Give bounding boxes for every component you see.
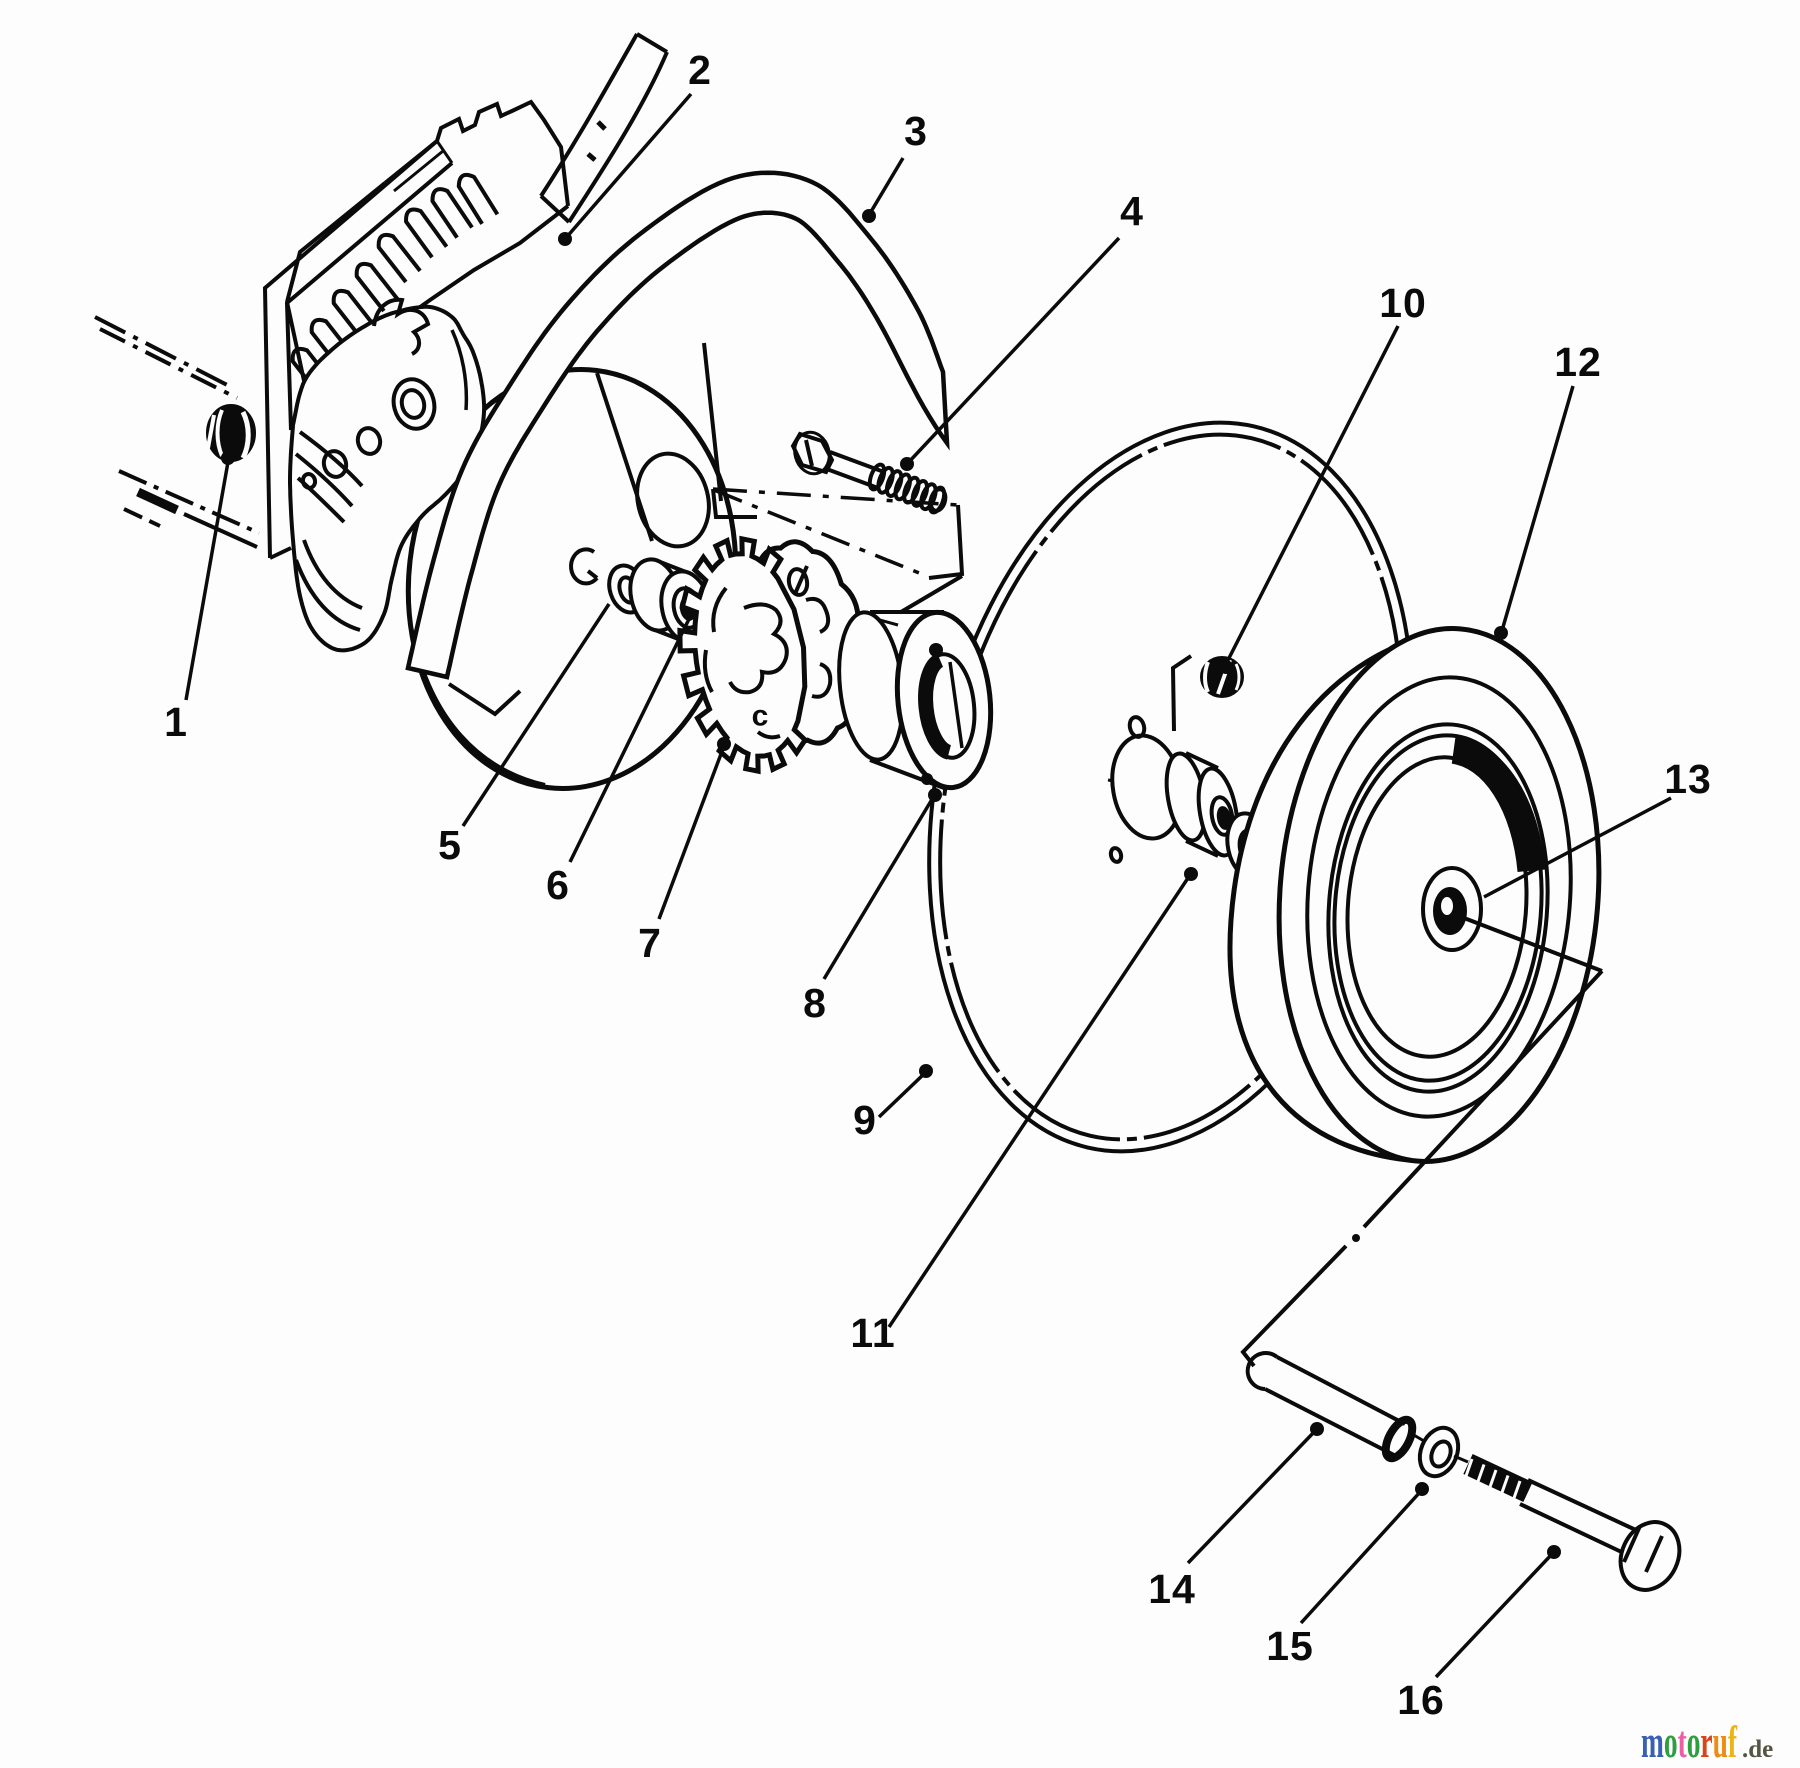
svg-text:14: 14	[1148, 1566, 1196, 1612]
svg-text:.de: .de	[1742, 1736, 1773, 1763]
svg-text:c: c	[752, 700, 769, 733]
svg-text:7: 7	[638, 920, 662, 966]
svg-text:13: 13	[1664, 756, 1712, 802]
svg-text:6: 6	[546, 862, 570, 908]
svg-text:5: 5	[438, 822, 462, 868]
svg-text:2: 2	[688, 47, 712, 93]
svg-text:1: 1	[164, 699, 188, 745]
svg-text:11: 11	[850, 1310, 895, 1356]
svg-text:3: 3	[904, 108, 928, 154]
svg-text:12: 12	[1554, 339, 1602, 385]
svg-text:motoruf: motoruf	[1641, 1716, 1737, 1767]
svg-text:8: 8	[803, 980, 827, 1026]
svg-text:16: 16	[1397, 1677, 1445, 1723]
svg-text:9: 9	[853, 1097, 877, 1143]
svg-text:10: 10	[1379, 280, 1427, 326]
svg-text:15: 15	[1266, 1623, 1314, 1669]
svg-text:4: 4	[1120, 188, 1144, 234]
